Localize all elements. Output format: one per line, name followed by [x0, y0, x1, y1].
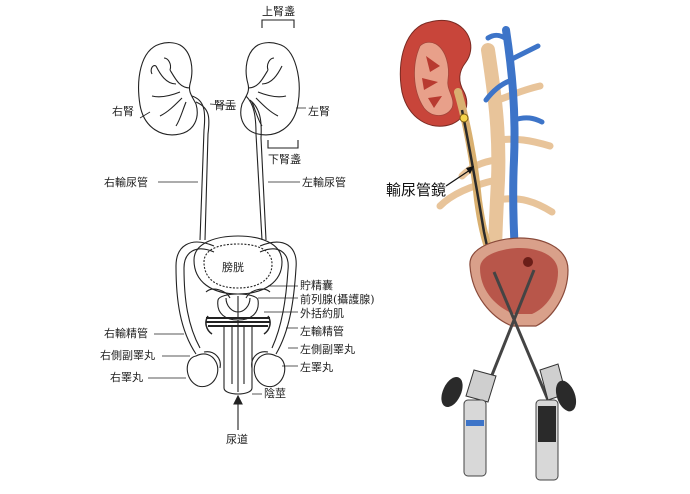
- right-color-diagram: [399, 20, 577, 481]
- label-left-testis: 左睪丸: [300, 361, 333, 374]
- left-testis: [253, 353, 286, 388]
- scope-b-barrel: [463, 399, 487, 477]
- scope-b-body: [465, 369, 497, 403]
- left-epididymis: [251, 351, 269, 369]
- right-ureter-inner: [195, 101, 210, 241]
- scope-tip-light: [459, 113, 469, 123]
- label-renal-pelvis: 腎盂: [214, 99, 236, 112]
- prostate-lobes: [225, 296, 251, 318]
- blue-vessel-branches: [483, 32, 545, 125]
- label-right-kidney: 右腎: [112, 105, 134, 118]
- left-kidney-calyces: [247, 57, 287, 127]
- scope-shaft-a: [492, 271, 550, 401]
- label-upper-pole: 上腎盞: [262, 5, 295, 18]
- right-ureter: [191, 95, 206, 241]
- color-kidney-medulla: [414, 41, 454, 116]
- label-left-ureter: 左輸尿管: [302, 176, 346, 189]
- bladder-inner: [203, 243, 273, 289]
- penis-shaft: [223, 326, 253, 395]
- right-epididymis: [203, 351, 221, 369]
- label-right-vas: 右輸精管: [104, 327, 148, 340]
- color-bladder-inner: [480, 248, 558, 314]
- bladder-outer: [193, 235, 283, 295]
- prostate-outline: [217, 293, 259, 321]
- right-vas-deferens: [175, 241, 215, 355]
- label-right-epididymis: 右側副睪丸: [100, 349, 155, 362]
- left-ureter-inner: [249, 99, 267, 241]
- left-vas-deferens: [259, 241, 297, 355]
- right-vas-inner: [183, 248, 215, 349]
- label-sphincter: 外括約肌: [300, 307, 344, 320]
- label-penis: 陰莖: [264, 387, 286, 400]
- label-right-ureter: 右輸尿管: [104, 176, 148, 189]
- scope-a-barrel-dark: [538, 406, 556, 442]
- scope-a-eyepiece: [555, 380, 577, 412]
- seminal-vesicles: [205, 288, 271, 299]
- label-ureteroscope: 輸尿管鏡: [386, 181, 447, 199]
- leader-lines: [139, 103, 306, 395]
- bladder-ureteral-orifice: [523, 257, 533, 267]
- right-testis: [186, 353, 219, 388]
- label-left-vas: 左輸精管: [300, 325, 344, 338]
- scope-b-eyepiece: [441, 377, 463, 407]
- label-right-testis: 右睪丸: [110, 371, 143, 384]
- label-urethra: 尿道: [226, 433, 248, 446]
- label-left-epididymis: 左側副睪丸: [300, 343, 355, 356]
- right-kidney-calyces: [150, 57, 191, 127]
- label-lower-pole: 下腎盞: [268, 153, 301, 166]
- sphincter-left-side: [205, 315, 271, 335]
- right-kidney-outline: [138, 42, 198, 136]
- label-bladder: 膀胱: [222, 261, 244, 274]
- ureteroscope-arrow-line: [445, 169, 471, 187]
- blue-vessel-main: [502, 26, 520, 274]
- penis-corpora: [231, 320, 245, 392]
- ureteroscope-arrow-head: [466, 166, 474, 174]
- upper-pole-bracket: [261, 19, 295, 28]
- label-seminal-vesicle: 貯精囊: [300, 279, 333, 292]
- color-kidney-pyramids: [422, 56, 442, 108]
- label-left-kidney: 左腎: [308, 105, 330, 118]
- left-ureter: [245, 95, 263, 241]
- left-line-diagram: [138, 19, 306, 430]
- left-vas-inner: [259, 248, 289, 349]
- scope-b-barrel-band: [466, 420, 484, 426]
- label-prostate: 前列腺(攝護腺): [300, 293, 375, 306]
- left-kidney-outline: [240, 42, 300, 136]
- urethra-arrow-head: [233, 394, 243, 405]
- lower-pole-bracket: [267, 140, 299, 149]
